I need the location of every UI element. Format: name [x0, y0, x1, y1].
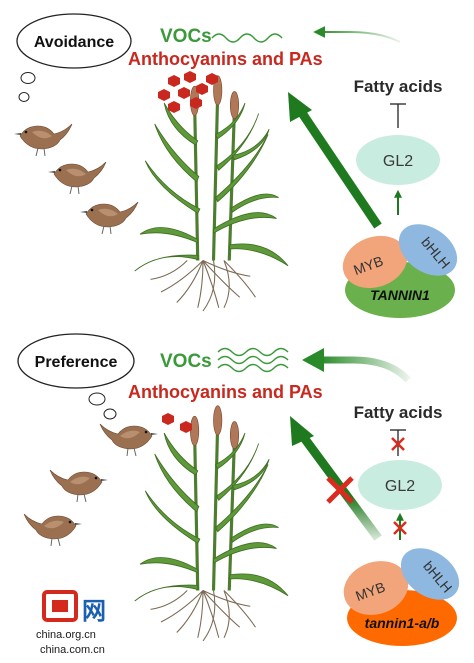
logo-mark — [52, 600, 68, 612]
top-panel: Avoidance VOCs Anthocyanins and PAs — [13, 13, 458, 318]
gl2-label: GL2 — [385, 478, 415, 495]
compound-hexagons-icon — [162, 413, 192, 433]
bubble-dot — [18, 92, 30, 102]
gl2-label: GL2 — [383, 153, 413, 170]
bird-icon — [47, 161, 107, 195]
vocs-wave-icon — [217, 347, 289, 373]
logo-site2: china.com.cn — [40, 644, 105, 656]
block-cross-icon — [391, 437, 405, 451]
bird-icon — [79, 201, 139, 235]
fatty-acids-label: Fatty acids — [354, 403, 443, 422]
arrowhead — [288, 92, 312, 122]
arrowhead — [290, 416, 314, 446]
thought-bubble — [17, 333, 135, 389]
gl2-node — [356, 135, 440, 185]
bubble-dot — [88, 392, 106, 406]
bird-icon — [13, 123, 73, 157]
myb-node — [343, 561, 409, 615]
block-cross-icon — [393, 521, 407, 535]
bird-icon — [99, 423, 159, 457]
block-cross-icon — [326, 476, 354, 504]
big-green-arrow — [296, 107, 382, 229]
logo-mark — [42, 590, 78, 622]
logo-cn-char: 网 — [82, 598, 106, 625]
bhlh-node — [398, 224, 458, 276]
bubble-dot — [103, 408, 117, 420]
vocs-emission-arrow — [320, 356, 411, 383]
bubble-label: Preference — [35, 354, 118, 371]
myb-node — [342, 235, 408, 289]
bubble-label: Avoidance — [34, 34, 114, 51]
bottom-panel: Preference VOCs Anthocyanins and PAs Fat… — [17, 333, 460, 646]
vocs-wave-icon — [211, 33, 283, 43]
vocs-label: VOCs — [160, 26, 212, 47]
bird-icon — [49, 469, 109, 503]
tannin1-mutant-label: tannin1-a/b — [365, 615, 440, 631]
fatty-acids-label: Fatty acids — [354, 77, 443, 96]
bird-icon — [23, 513, 83, 547]
compounds-label: Anthocyanins and PAs — [128, 382, 323, 402]
vocs-emission-arrow — [313, 26, 401, 43]
compounds-label: Anthocyanins and PAs — [128, 49, 323, 69]
vocs-label: VOCs — [160, 351, 212, 372]
arrowhead — [302, 348, 324, 372]
bhlh-node — [400, 548, 460, 600]
tannin1-label: TANNIN1 — [370, 287, 430, 303]
compound-hexagons-icon — [158, 71, 218, 113]
thought-bubble — [16, 13, 132, 69]
logo-site1: china.org.cn — [36, 629, 96, 641]
china-org-logo: 网 china.org.cn china.com.cn — [36, 590, 106, 656]
gl2-node — [358, 460, 442, 510]
sorghum-plant-icon — [133, 74, 290, 313]
bubble-dot — [20, 72, 36, 84]
sorghum-plant-icon — [133, 404, 290, 643]
